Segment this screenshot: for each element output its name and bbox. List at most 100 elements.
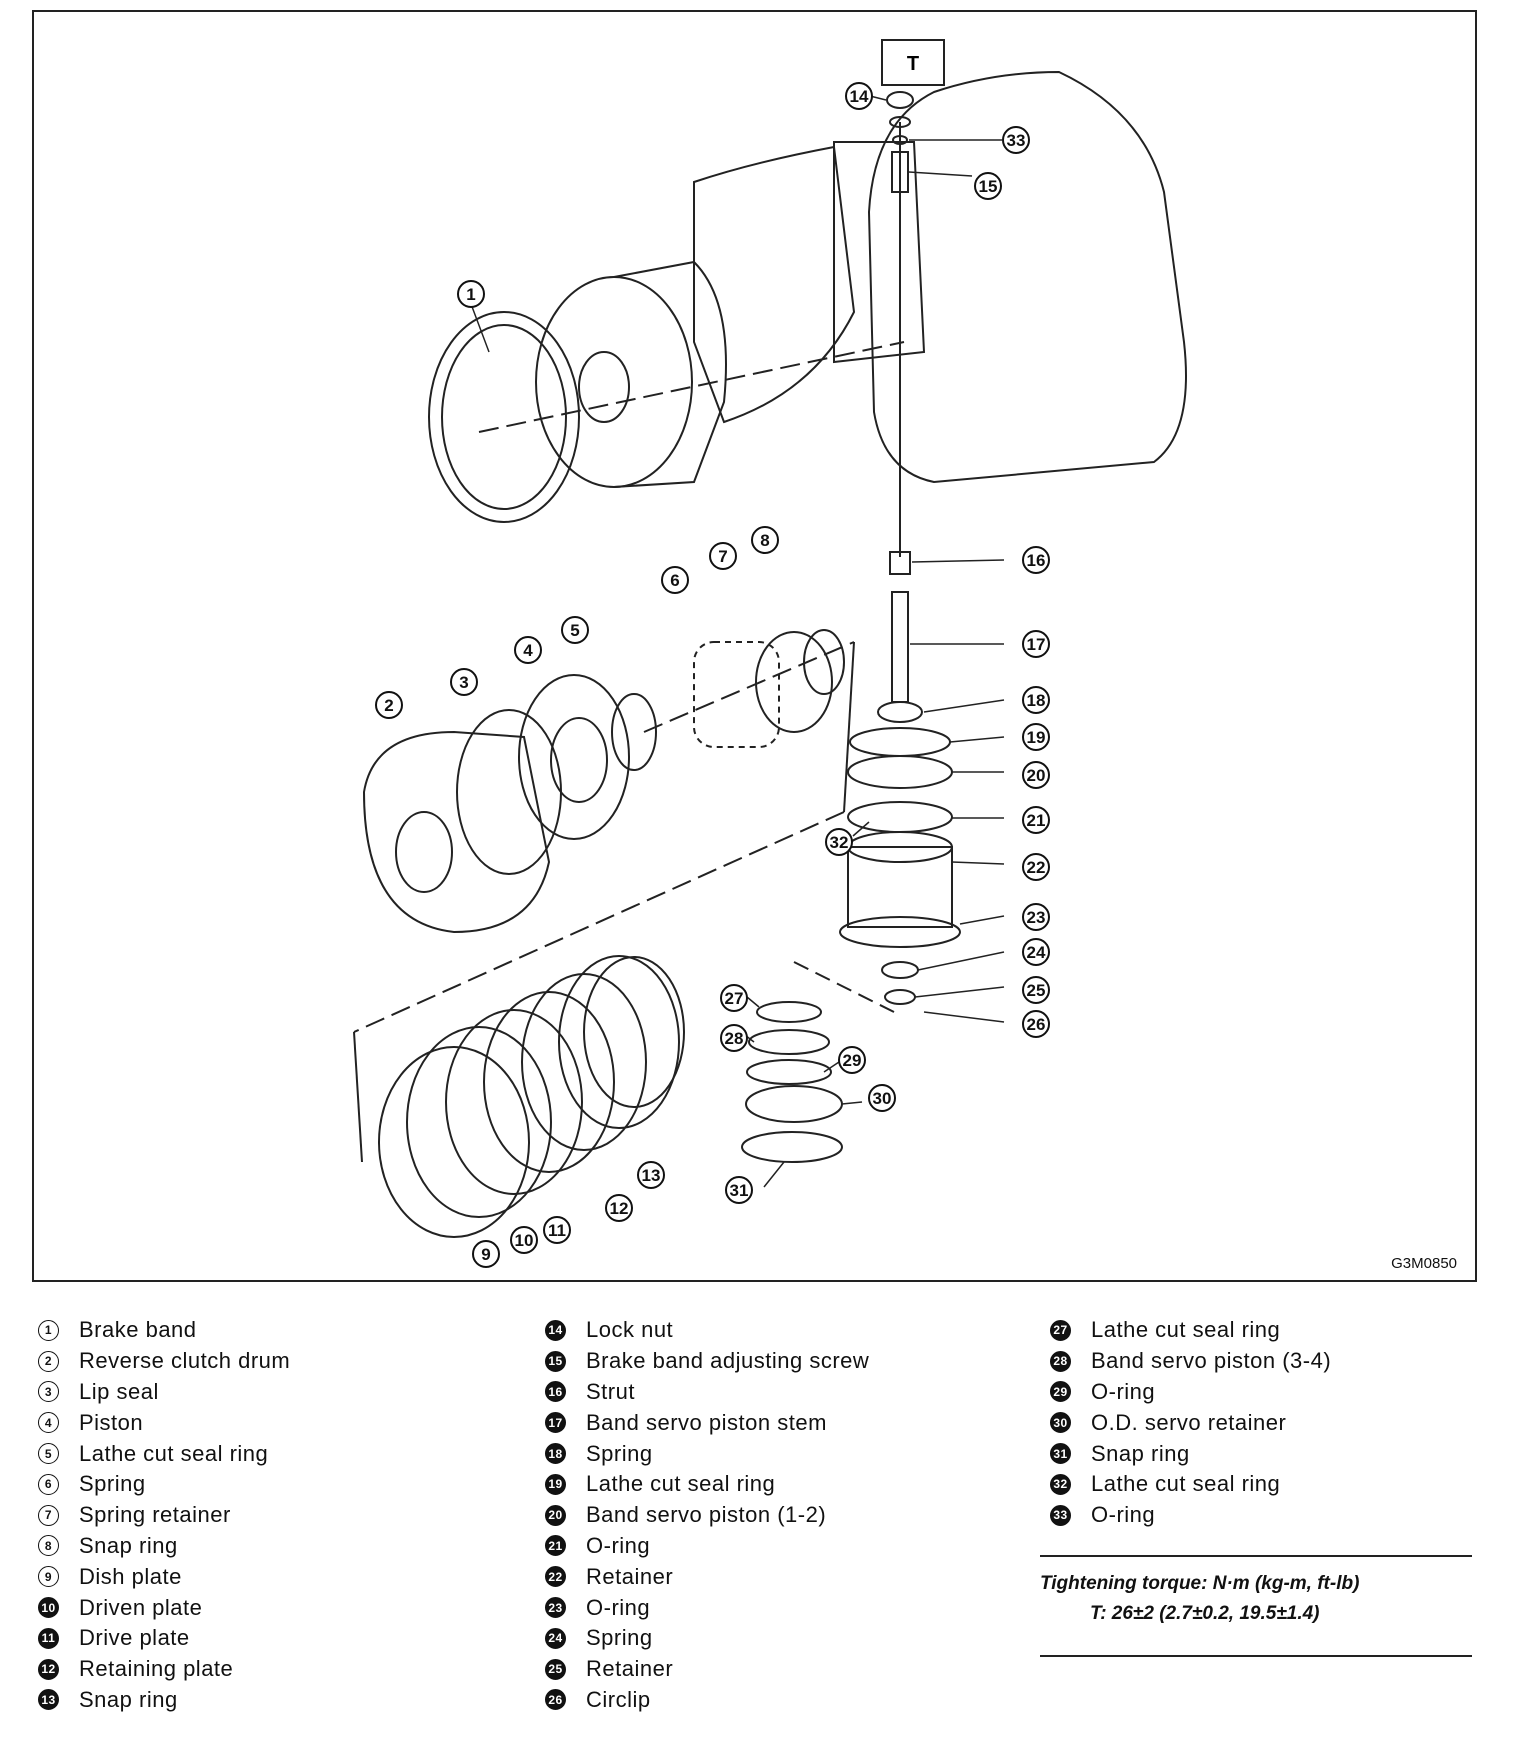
callout-number: 3 [459,673,468,692]
legend-label: Drive plate [79,1625,190,1651]
callout-number: 25 [1027,981,1046,1000]
legend-label: O-ring [1091,1378,1156,1404]
callout-number: 6 [670,571,679,590]
reverse-clutch-drum [362,730,551,934]
legend-label: Spring [586,1625,653,1651]
torque-value: T: 26±2 (2.7±0.2, 19.5±1.4) [1090,1603,1320,1624]
callout-layer: 1234567891011121314151617181920212223242… [375,82,1050,1268]
lip-seal [456,709,562,875]
snap-ring-13 [583,956,685,1108]
legend-label: Strut [586,1378,635,1404]
callout-5: 5 [561,616,589,644]
callout-29: 29 [838,1046,866,1074]
diagram-drawing: 1234567891011121314151617181920212223242… [353,39,1187,1268]
legend-label: Retaining plate [79,1656,234,1682]
legend-number-badge: 23 [545,1597,566,1619]
legend-label: Band servo piston (3-4) [1091,1348,1332,1374]
callout-20: 20 [1022,761,1050,789]
legend-number-badge: 6 [38,1473,59,1495]
brake-band [428,311,580,523]
legend-item: 12 Retaining plate [38,1654,290,1685]
legend-number-badge: 13 [38,1689,59,1711]
torque-heading: Tightening torque: N·m (kg-m, ft-lb) [1040,1573,1360,1594]
callout-21: 21 [1022,806,1050,834]
legend-item: 27 Lathe cut seal ring [1050,1315,1331,1346]
legend-number-badge: 16 [545,1381,566,1403]
callout-number: 28 [725,1029,744,1048]
legend-item: 28 Band servo piston (3-4) [1050,1346,1331,1377]
callout-12: 12 [605,1194,633,1222]
strut [889,551,911,575]
legend-label: Retainer [586,1656,674,1682]
callout-11: 11 [543,1216,571,1244]
callout-18: 18 [1022,686,1050,714]
legend-label: Snap ring [1091,1440,1190,1466]
callout-32: 32 [825,828,853,856]
legend-label: Lip seal [79,1378,159,1404]
legend-label: Driven plate [79,1594,203,1620]
callout-number: 7 [718,547,727,566]
callout-16: 16 [1022,546,1050,574]
callout-3: 3 [450,668,478,696]
legend-label: Dish plate [79,1563,182,1589]
legend-number-badge: 28 [1050,1350,1071,1372]
legend-number-badge: 3 [38,1381,59,1403]
callout-number: 24 [1027,943,1046,962]
legend-number-badge: 12 [38,1658,59,1680]
legend-label: Spring retainer [79,1502,231,1528]
callout-25: 25 [1022,976,1050,1004]
callout-number: 30 [873,1089,892,1108]
legend-number-badge: 9 [38,1566,59,1588]
callout-number: 9 [481,1245,490,1264]
callout-23: 23 [1022,903,1050,931]
callout-number: 33 [1007,131,1026,150]
legend-label: Brake band adjusting screw [586,1348,870,1374]
legend-number-badge: 27 [1050,1319,1071,1341]
callout-number: 8 [760,531,769,550]
callout-number: 1 [466,285,475,304]
callout-number: 10 [515,1231,534,1250]
legend-label: Lathe cut seal ring [1091,1317,1281,1343]
callout-number: 27 [725,989,744,1008]
torque-marker-text: T [907,53,919,75]
legend-number-badge: 1 [38,1319,59,1341]
legend-label: Lathe cut seal ring [1091,1471,1281,1497]
callout-6: 6 [661,566,689,594]
legend-number-badge: 21 [545,1535,566,1557]
legend-label: O-ring [586,1532,651,1558]
figure-reference-code: G3M0850 [1391,1255,1457,1272]
clutch-drum-upper [535,276,693,488]
legend-item: 9 Dish plate [38,1561,290,1592]
callout-number: 11 [548,1221,566,1240]
callout-number: 26 [1027,1015,1046,1034]
legend-item: 3 Lip seal [38,1377,290,1408]
callout-28: 28 [720,1024,748,1052]
callout-number: 23 [1027,908,1046,927]
legend-item: 16 Strut [545,1377,869,1408]
legend-number-badge: 26 [545,1689,566,1711]
dish-plate [378,1046,530,1238]
callout-2: 2 [375,691,403,719]
callout-number: 19 [1027,728,1046,747]
lock-nut [886,91,914,109]
legend-label: Lock nut [586,1317,674,1343]
legend-label: Snap ring [79,1532,178,1558]
callout-number: 2 [384,696,393,715]
legend-label: Brake band [79,1317,197,1343]
